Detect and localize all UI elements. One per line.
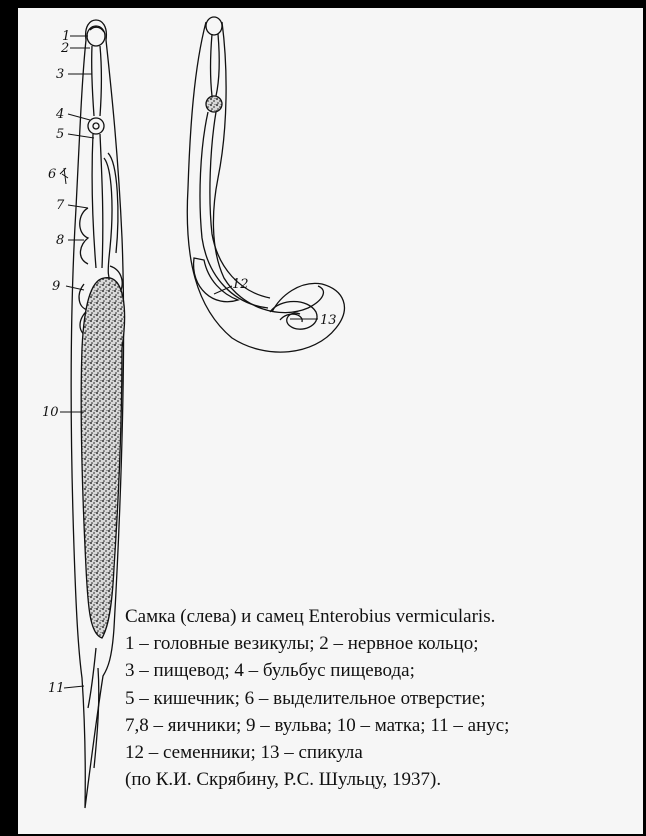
label-8: 8 [56, 233, 64, 248]
label-3: 3 [56, 67, 64, 82]
figure: 1 2 3 4 5 6 7 8 9 10 11 [18, 8, 643, 834]
caption-line-4: 5 – кишечник; 6 – выделительное отверсти… [125, 685, 645, 712]
label-2: 2 [60, 41, 69, 56]
label-5: 5 [56, 127, 64, 142]
label-7: 7 [56, 198, 65, 213]
male-worm [187, 17, 344, 352]
female-worm [71, 20, 124, 808]
label-11: 11 [48, 681, 65, 696]
caption-line-5: 7,8 – яичники; 9 – вульва; 10 – матка; 1… [125, 712, 645, 739]
label-12: 12 [232, 277, 249, 292]
caption-line-3: 3 – пищевод; 4 – бульбус пищевода; [125, 657, 645, 684]
figure-caption: Самка (слева) и самец Enterobius vermicu… [125, 603, 645, 793]
caption-line-7: (по К.И. Скрябину, Р.С. Шульцу, 1937). [125, 766, 645, 793]
caption-line-2: 1 – головные везикулы; 2 – нервное кольц… [125, 630, 645, 657]
label-9: 9 [52, 279, 60, 294]
caption-line-1: Самка (слева) и самец Enterobius vermicu… [125, 603, 645, 630]
label-4: 4 [55, 107, 64, 122]
label-13: 13 [320, 313, 337, 328]
label-6: 6 [48, 167, 56, 182]
label-10: 10 [42, 405, 59, 420]
caption-line-6: 12 – семенники; 13 – спикула [125, 739, 645, 766]
